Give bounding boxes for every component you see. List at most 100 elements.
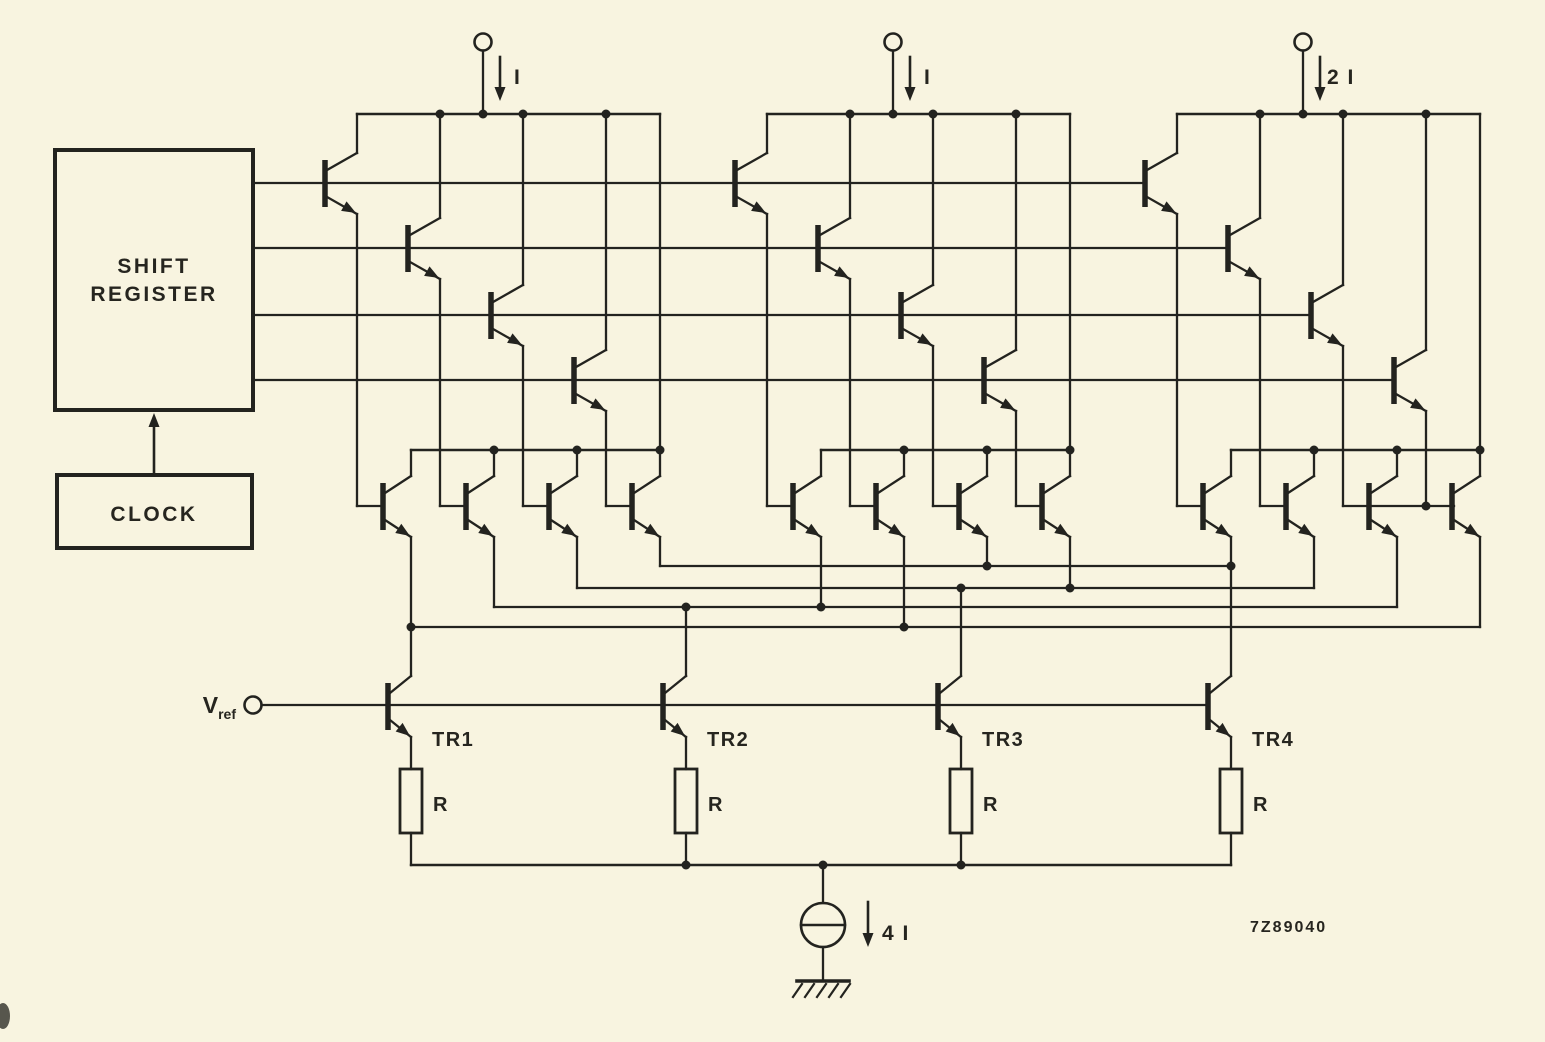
tr2-label: TR2	[707, 729, 749, 751]
lower-switch-transistor	[790, 474, 823, 539]
transistor-collector	[735, 151, 769, 172]
part-number-label: 7Z89040	[1250, 919, 1327, 936]
junction-dot	[681, 860, 691, 870]
transistor-collector	[408, 216, 442, 237]
transistor-collector	[1145, 151, 1179, 172]
transistor-collector	[1042, 474, 1072, 495]
transistor-collector	[663, 674, 688, 695]
emitter-arrow-icon	[1244, 266, 1259, 278]
upper-switch-transistor	[1142, 151, 1179, 216]
transistor-collector	[793, 474, 823, 495]
emitter-arrow-icon	[1410, 398, 1425, 410]
vref-label: Vref	[203, 692, 237, 722]
transistor-collector	[1228, 216, 1262, 237]
lower-switch-transistor	[1283, 474, 1316, 539]
emitter-arrow-icon	[341, 201, 356, 213]
vref-label-main: V	[203, 692, 219, 718]
transistor-collector	[1369, 474, 1399, 495]
ground-hatch-icon	[815, 982, 828, 999]
transistor-collector	[938, 674, 963, 695]
upper-switch-transistor	[1225, 216, 1262, 281]
lower-switch-transistor	[956, 474, 989, 539]
emitter-arrow-icon	[1054, 523, 1069, 536]
transistor-collector	[1394, 348, 1428, 369]
shift-register-label-line1: SHIFT	[117, 255, 190, 278]
upper-switch-transistor	[571, 348, 608, 413]
transistor-collector	[388, 674, 413, 695]
lower-switch-transistor	[463, 474, 496, 539]
emitter-arrow-icon	[971, 523, 986, 536]
current-arrow-icon	[1314, 87, 1326, 101]
current-label-group3: 2 I	[1327, 66, 1355, 89]
current-switch-group-3	[1142, 32, 1485, 629]
emitter-arrow-icon	[590, 398, 605, 410]
transistor-collector	[959, 474, 989, 495]
tr4-label: TR4	[1252, 729, 1294, 751]
upper-switch-transistor	[405, 216, 442, 281]
upper-switch-transistor	[981, 348, 1018, 413]
upper-switch-transistor	[488, 283, 525, 348]
labels-layer: SHIFT REGISTER CLOCK I I 2 I 4 I Vref TR…	[90, 66, 1355, 945]
transistor-collector	[1286, 474, 1316, 495]
junction-dot	[956, 860, 966, 870]
tail-current-label: 4 I	[882, 922, 910, 945]
lower-switch-transistor	[1449, 474, 1482, 539]
tail-current-source	[791, 863, 874, 999]
current-arrow-icon	[494, 87, 506, 101]
transistor-collector	[491, 283, 525, 304]
shift-register-box	[53, 148, 255, 412]
tr-transistor	[385, 674, 413, 739]
tail-arrow-icon	[862, 933, 874, 947]
transistor-collector	[1203, 474, 1233, 495]
r1-label: R	[433, 794, 448, 816]
clock-label: CLOCK	[110, 503, 197, 526]
junction-dot	[1298, 109, 1308, 119]
transistor-collector	[818, 216, 852, 237]
emitter-arrow-icon	[751, 201, 766, 213]
emitter-arrow-icon	[1327, 333, 1342, 345]
transistor-collector	[1452, 474, 1482, 495]
upper-switch-transistor	[1308, 283, 1345, 348]
ground-hatch-icon	[803, 982, 816, 999]
r4-label: R	[1253, 794, 1268, 816]
tr-transistor	[660, 674, 688, 739]
emitter-arrow-icon	[1215, 722, 1230, 736]
emitter-arrow-icon	[1000, 398, 1015, 410]
ground-hatch-icon	[827, 982, 840, 999]
junction-dot	[888, 109, 898, 119]
ground-hatch-icon	[839, 982, 852, 999]
emitter-arrow-icon	[945, 722, 960, 736]
current-switch-group-1	[322, 32, 665, 629]
collector-bus-lines	[406, 561, 1482, 632]
emitter-arrow-icon	[1464, 523, 1479, 536]
emitter-arrow-icon	[424, 266, 439, 278]
lower-switch-transistor	[380, 474, 413, 539]
emitter-arrow-icon	[805, 523, 820, 536]
shift-register-bus	[251, 181, 1394, 382]
lower-switch-transistor	[546, 474, 579, 539]
lower-switch-transistor	[629, 474, 662, 539]
transistor-collector	[466, 474, 496, 495]
current-switch-group-2	[732, 32, 1075, 629]
junction-dot	[816, 602, 826, 612]
wiring-layer	[0, 32, 1485, 1029]
lower-switch-transistor	[1366, 474, 1399, 539]
upper-switch-transistor	[815, 216, 852, 281]
emitter-arrow-icon	[395, 523, 410, 536]
transistor-collector	[549, 474, 579, 495]
transistor-collector	[1311, 283, 1345, 304]
transistor-collector	[876, 474, 906, 495]
emitter-arrow-icon	[1161, 201, 1176, 213]
current-label-group1: I	[514, 66, 521, 89]
upper-switch-transistor	[322, 151, 359, 216]
junction-dot	[1065, 583, 1075, 593]
transistor-collector	[383, 474, 413, 495]
transistor-collector	[632, 474, 662, 495]
r2-label: R	[708, 794, 723, 816]
tr3-label: TR3	[982, 729, 1024, 751]
emitter-arrow-icon	[507, 333, 522, 345]
transistor-collector	[574, 348, 608, 369]
junction-dot	[1421, 501, 1431, 511]
